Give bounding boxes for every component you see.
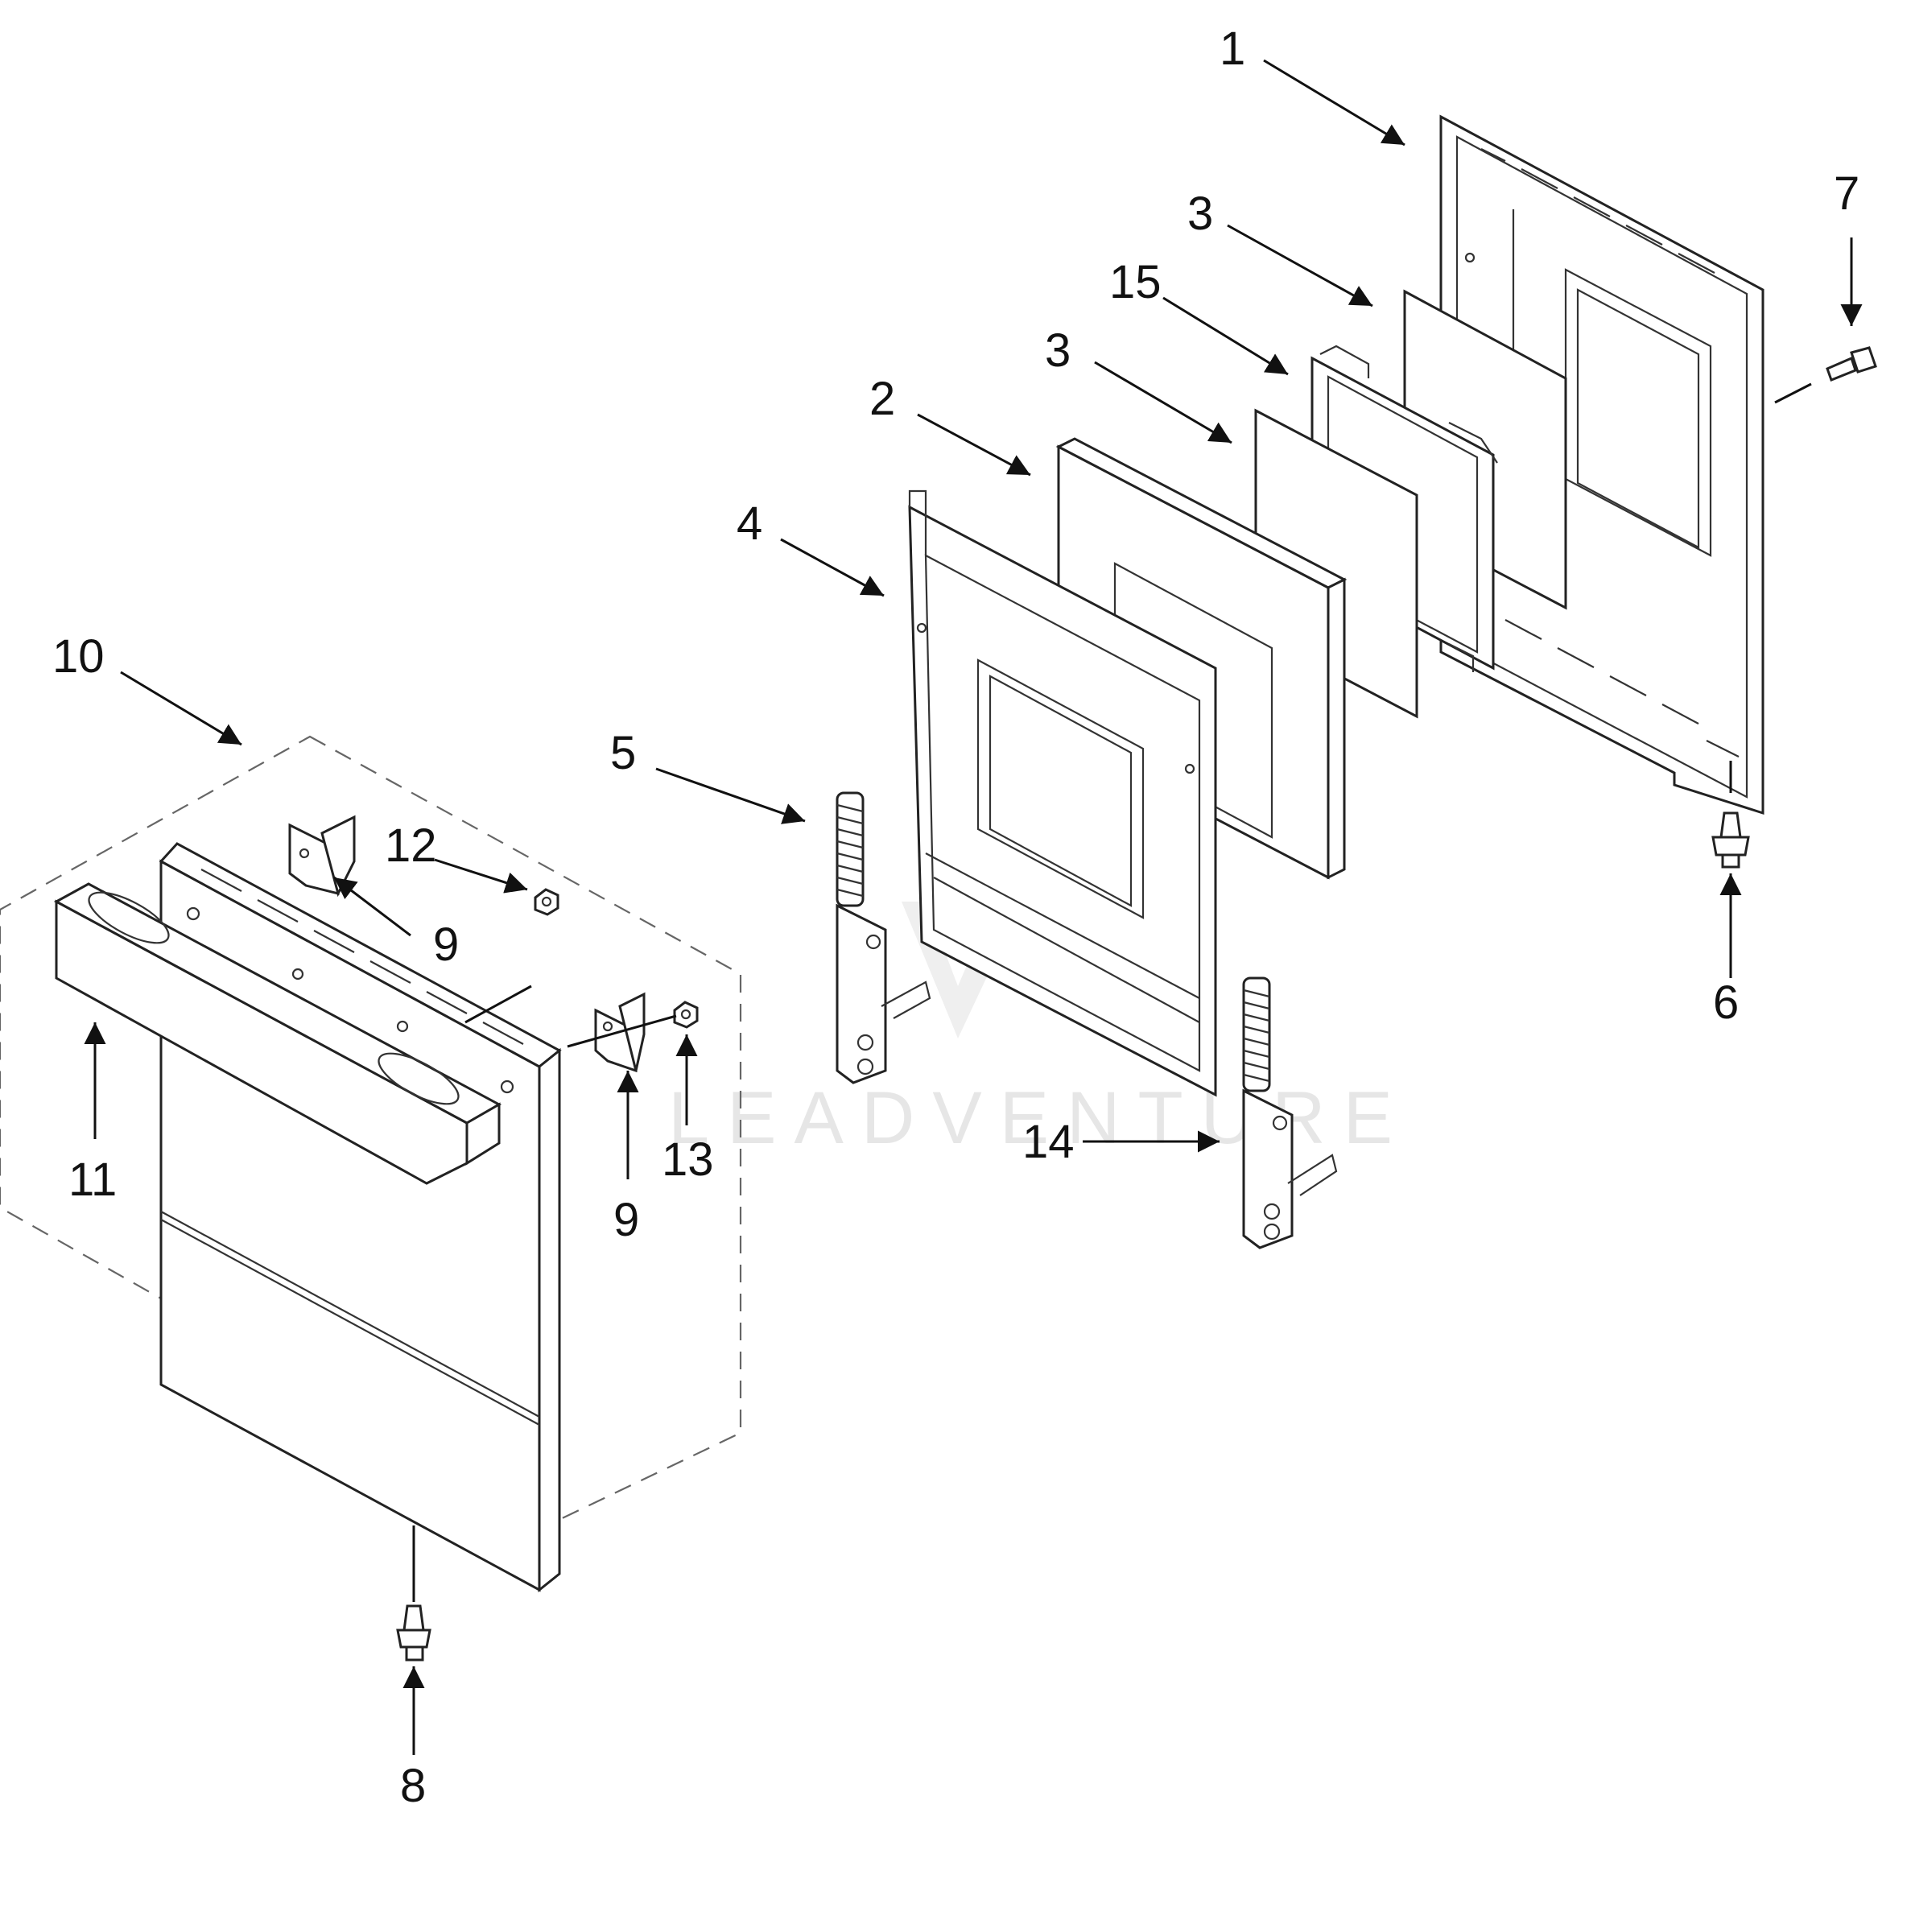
assembly-line-lower [567,1014,677,1048]
screw-6 [1711,811,1750,869]
screw-7 [1826,346,1877,382]
callout-7: 7 [1834,167,1859,220]
door-liner [908,489,1217,1097]
hinge-left [836,791,931,1084]
callout-2: 2 [869,373,895,425]
handle-bracket-upper [288,815,356,898]
nut-upper [534,888,559,916]
callout-1: 1 [1220,23,1245,75]
hinge-right [1242,976,1338,1249]
leader-arrows [84,59,1863,1755]
callout-12: 12 [385,819,437,872]
callout-9a: 9 [433,919,459,971]
assembly-line-upper [464,985,532,1024]
handle-bracket-lower [594,992,646,1073]
callout-10: 10 [52,630,105,683]
callout-6: 6 [1713,976,1739,1029]
callout-5: 5 [610,727,636,779]
callout-3a: 3 [1187,188,1213,240]
callout-15: 15 [1109,256,1162,308]
callout-3b: 3 [1045,324,1071,377]
screw-8 [396,1604,431,1662]
callout-13: 13 [662,1133,714,1186]
callout-11: 11 [68,1154,117,1206]
callout-9b: 9 [613,1194,639,1246]
door-handle [53,882,502,1185]
nut-lower [673,1001,699,1029]
screw-7-line [1774,382,1812,404]
callout-4: 4 [737,497,762,550]
callout-14: 14 [1022,1116,1075,1168]
callout-8: 8 [400,1760,426,1812]
